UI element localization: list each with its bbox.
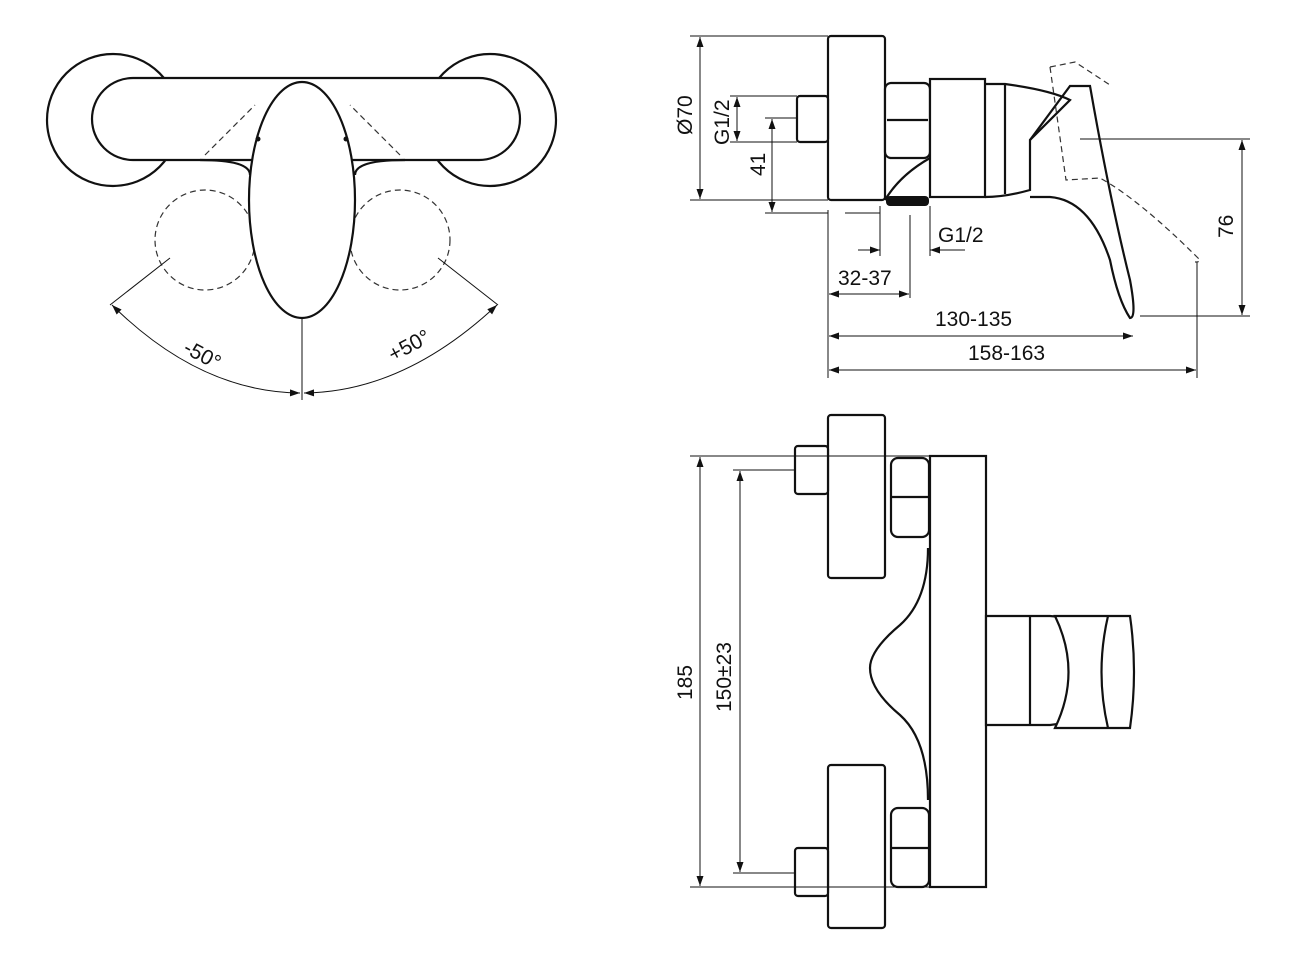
- outlet-thread-label: G1/2: [938, 224, 984, 247]
- length-130-label: 130-135: [935, 308, 1012, 331]
- front-view: 185 150±23: [674, 413, 1136, 930]
- depth-label: 32-37: [838, 267, 892, 290]
- height-76-label: 76: [1215, 215, 1238, 238]
- top-flange: [826, 413, 887, 580]
- left-hidden-circle: [154, 189, 256, 291]
- height-185-label: 185: [674, 665, 697, 700]
- top-stub: [793, 444, 830, 496]
- diameter-label: Ø70: [674, 95, 697, 135]
- bottom-flange: [826, 763, 887, 930]
- lever-raised-outline: [1049, 61, 1201, 263]
- inlet-thread-label: G1/2: [711, 99, 734, 145]
- front-body: [928, 454, 988, 889]
- lever: [1029, 84, 1135, 320]
- side-view: Ø70 G1/2 41 G1/2 32-37 130-135 158-163 7…: [674, 34, 1250, 378]
- height-41-label: 41: [747, 153, 770, 176]
- centers-150-label: 150±23: [713, 642, 736, 712]
- right-hidden-circle: [349, 189, 451, 291]
- body-curve: [868, 547, 930, 801]
- top-view: -50° +50°: [45, 52, 558, 400]
- handle-top: [247, 80, 357, 320]
- lever-grip: [1053, 614, 1136, 730]
- inlet-stub: [795, 94, 830, 144]
- bottom-stub: [793, 846, 830, 898]
- wall-flange: [826, 34, 887, 202]
- angle-left-label: -50°: [180, 336, 225, 374]
- length-158-label: 158-163: [968, 342, 1045, 365]
- outlet-thread: [886, 196, 929, 206]
- mixer-body: [928, 77, 987, 199]
- angle-right-label: +50°: [385, 325, 435, 366]
